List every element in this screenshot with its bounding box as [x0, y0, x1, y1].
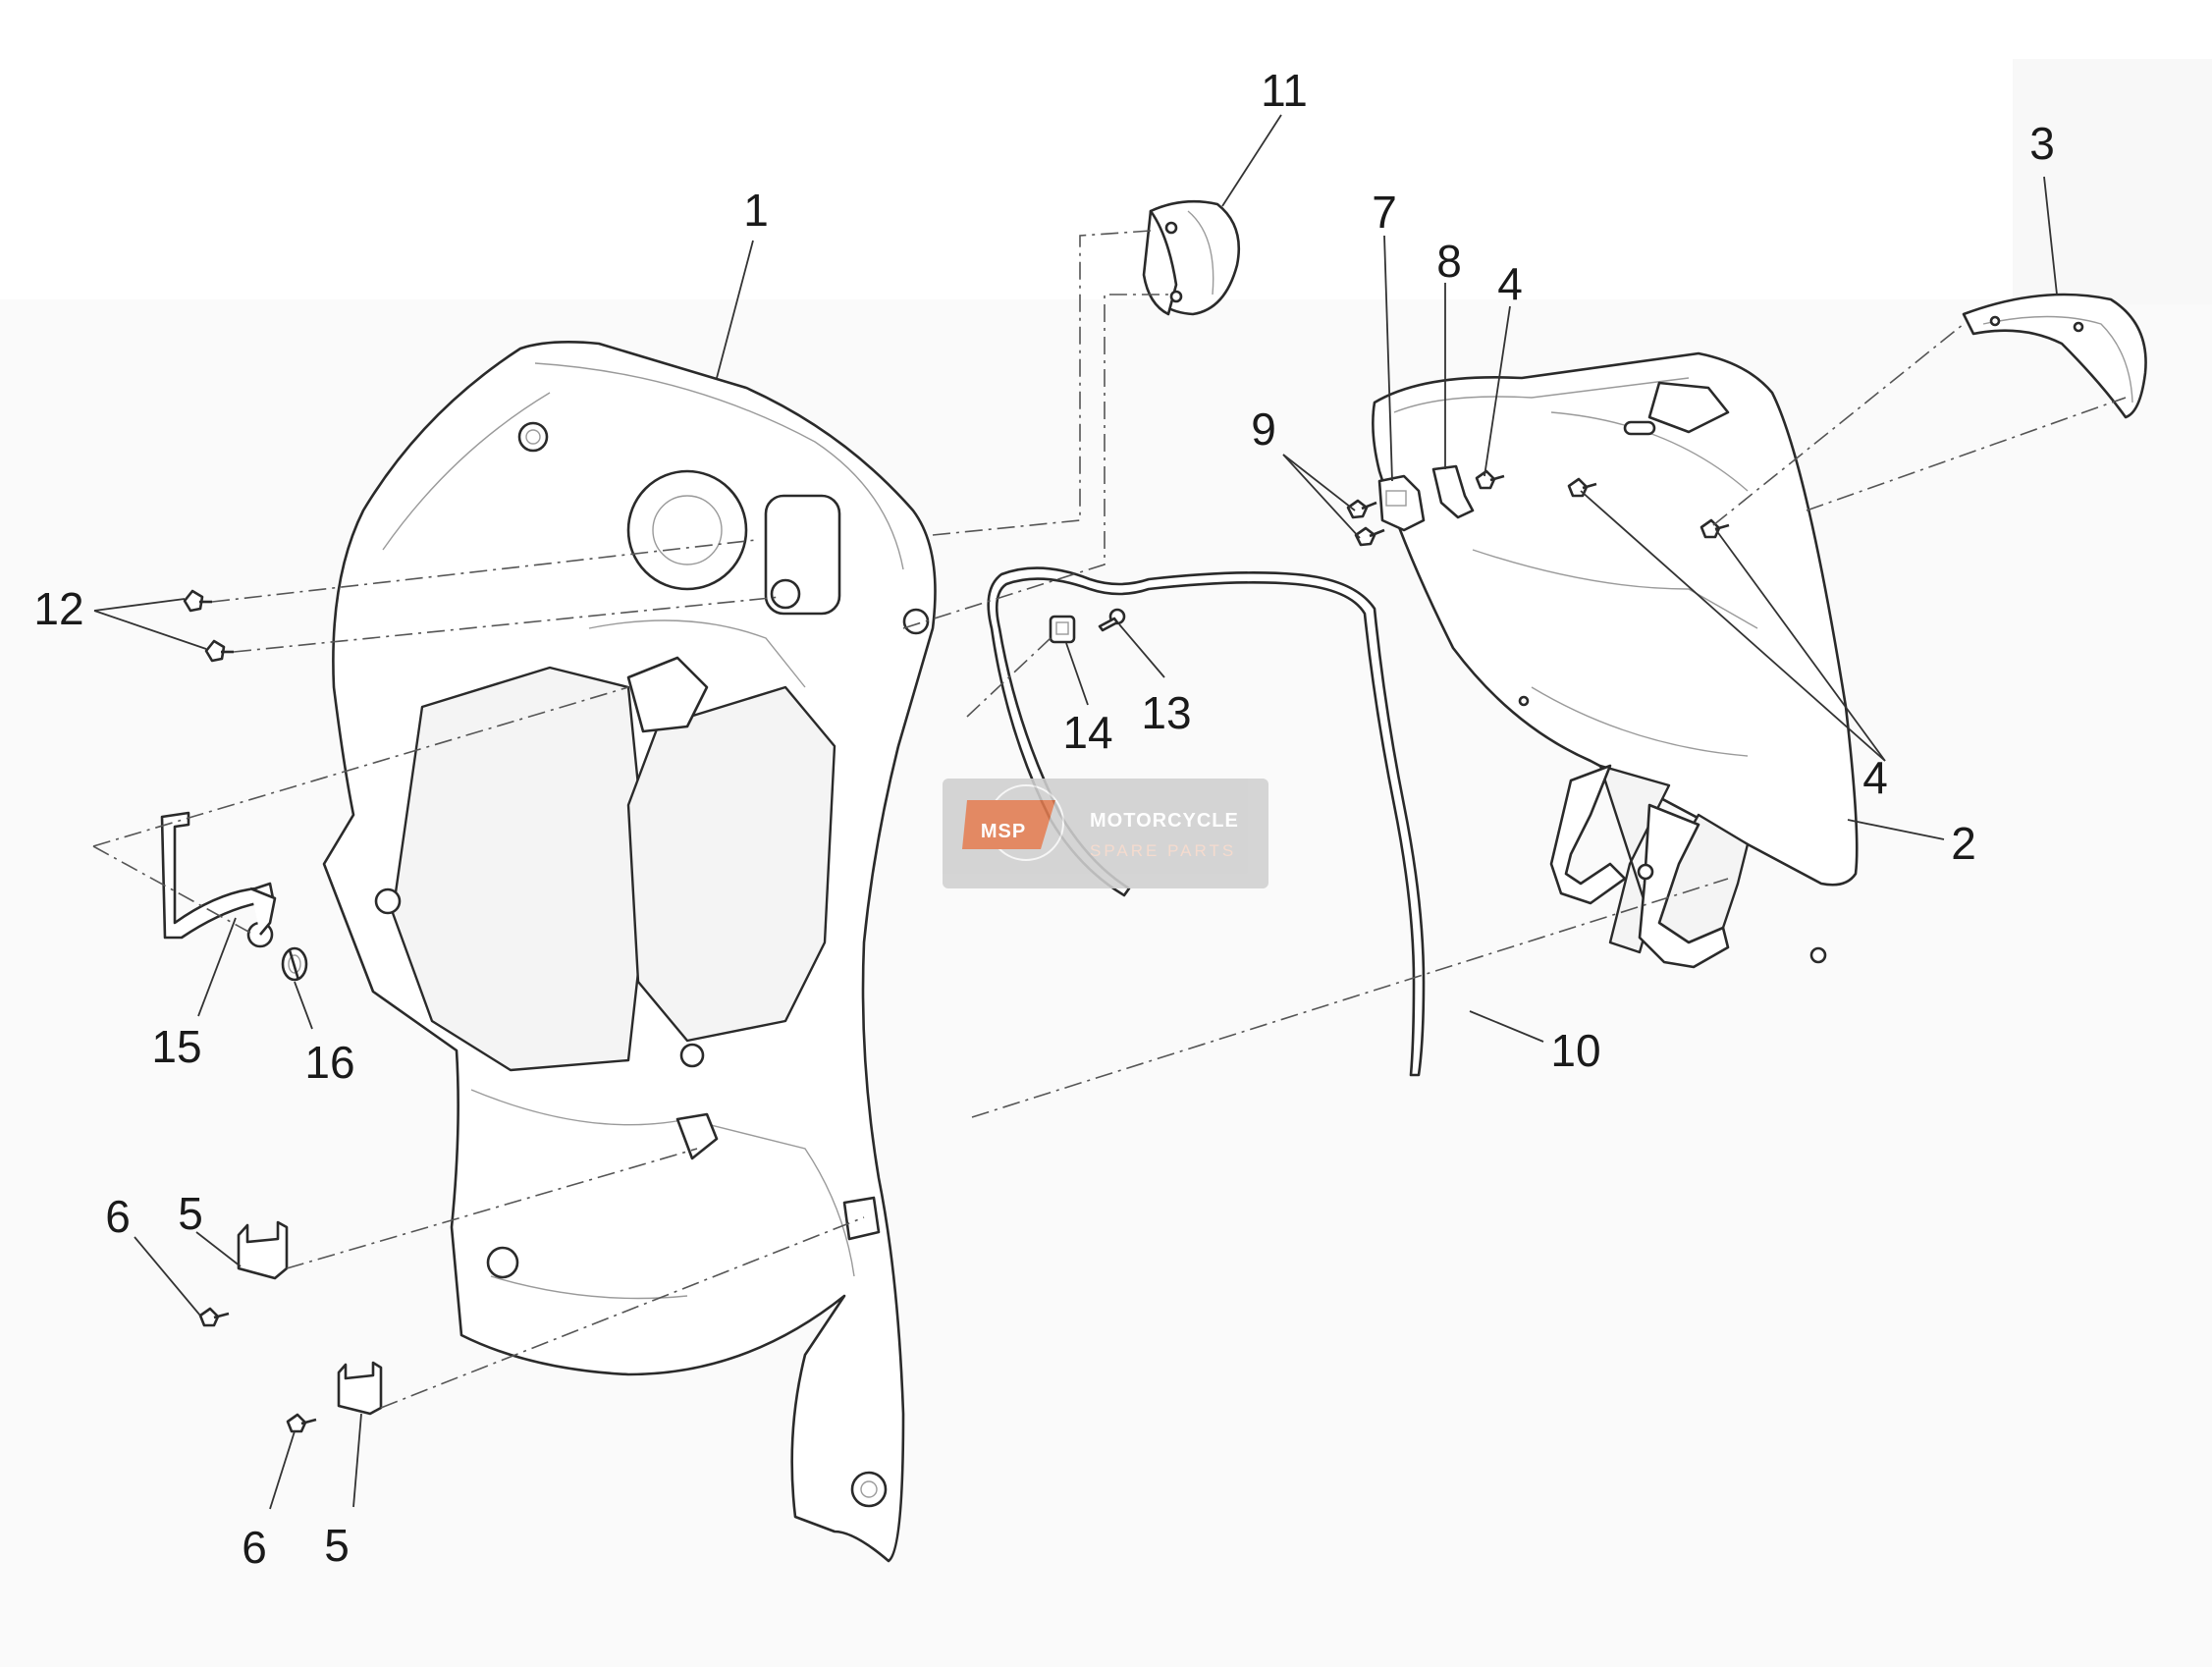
part-11-lock-grommet [1142, 199, 1241, 316]
callout-6a: 6 [105, 1191, 131, 1242]
callout-4b: 4 [1862, 752, 1888, 803]
callout-1: 1 [743, 185, 769, 236]
callout-3: 3 [2029, 118, 2055, 169]
part-8-latch-plate [1431, 464, 1475, 519]
part-16-spring [281, 946, 308, 982]
callout-10: 10 [1550, 1025, 1600, 1076]
callout-7: 7 [1372, 187, 1397, 238]
part-1-legshield-panel [322, 341, 937, 1563]
watermark-logo: MSP [981, 821, 1026, 842]
background-right-panel [2013, 59, 2212, 304]
part-6-screws [198, 1307, 317, 1433]
callout-11: 11 [1261, 65, 1308, 116]
callout-13: 13 [1141, 687, 1191, 738]
watermark: MSP MOTORCYCLE SPARE PARTS [943, 779, 1268, 888]
background-top [0, 0, 2212, 299]
callout-numbers: 1 2 3 4 4 5 5 6 6 7 8 9 10 11 12 13 14 1… [33, 65, 2054, 1573]
watermark-line2: SPARE PARTS [1090, 841, 1236, 860]
part-12-screws [183, 589, 234, 663]
leader-lines [93, 114, 2058, 1510]
watermark-line1: MOTORCYCLE [1090, 810, 1239, 832]
callout-4a: 4 [1497, 258, 1523, 309]
part-5-brackets [237, 1220, 383, 1416]
callout-12: 12 [33, 583, 83, 634]
part-14-clip [1049, 615, 1076, 644]
callout-8: 8 [1436, 236, 1462, 287]
callout-5a: 5 [178, 1188, 203, 1239]
part-13-screw [1098, 608, 1126, 632]
part-9-screws [1346, 499, 1385, 547]
callout-6b: 6 [242, 1522, 267, 1573]
part-15-release-lever [160, 811, 277, 948]
callout-15: 15 [151, 1021, 201, 1072]
callout-9: 9 [1251, 403, 1276, 455]
callout-2: 2 [1951, 818, 1976, 869]
callout-5b: 5 [324, 1520, 350, 1571]
callout-16: 16 [304, 1037, 354, 1088]
callout-14: 14 [1062, 707, 1112, 758]
part-3-trim-cover [1962, 293, 2147, 419]
part-7-latch [1377, 474, 1426, 532]
part-2-glovebox-shell [1372, 351, 1859, 969]
assembly-lines [92, 230, 2127, 1409]
